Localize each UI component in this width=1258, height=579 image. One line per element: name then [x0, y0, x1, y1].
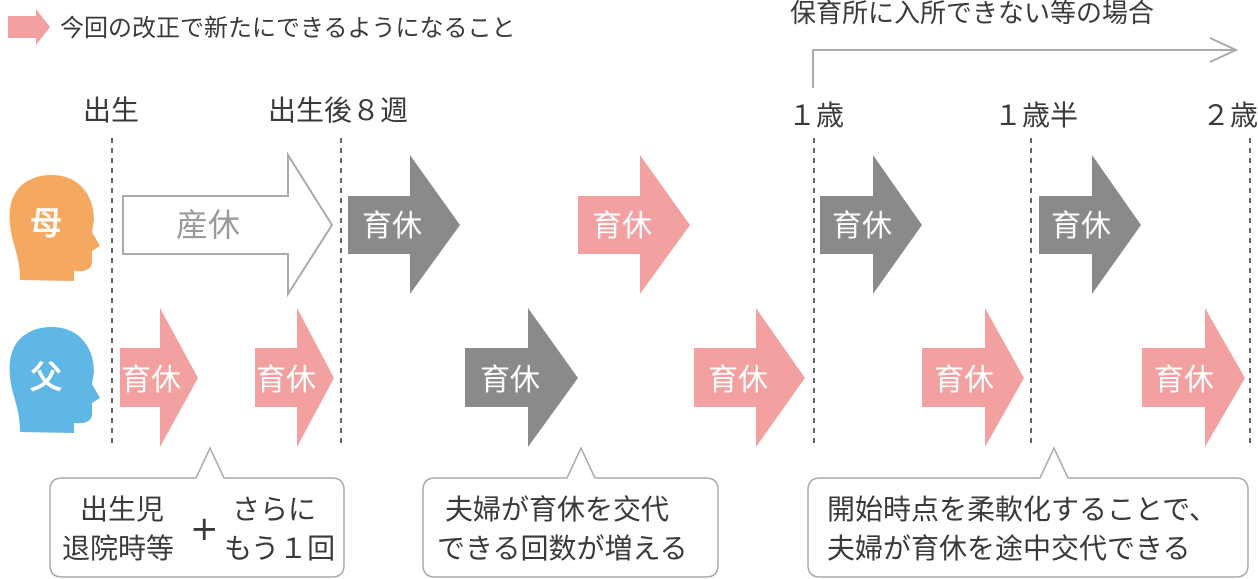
milestone-dashed-lines [111, 138, 1251, 448]
note3-line2: 夫婦が育休を途中交代できる [827, 532, 1190, 565]
father-childcare-arrow-4: 育休 [694, 308, 805, 447]
legend-label: 今回の改正で新たにできるようになること [60, 14, 516, 42]
childcare-label: 育休 [1051, 209, 1111, 244]
note1-plus: + [190, 509, 219, 549]
milestone-age1: １歳 [788, 99, 844, 132]
father-label: 父 [30, 358, 62, 396]
extension-bracket-arrow [812, 37, 1239, 88]
childcare-label: 育休 [832, 209, 892, 244]
childcare-label: 育休 [256, 363, 316, 398]
mother-head-icon: 母 [9, 175, 100, 281]
father-childcare-arrow-5: 育休 [922, 308, 1024, 447]
note1-line1-left: 出生児 [80, 493, 164, 526]
callout-note-3: 開始時点を柔軟化することで、 夫婦が育休を途中交代できる [807, 446, 1249, 578]
note2-line1: 夫婦が育休を交代 [445, 493, 669, 526]
maternity-leave-label: 産休 [176, 206, 240, 244]
note1-line2-right: もう１回 [224, 532, 335, 565]
mother-label: 母 [30, 204, 62, 242]
callout-note-2: 夫婦が育休を交代 できる回数が増える [422, 446, 719, 578]
note2-line2: できる回数が増える [437, 532, 688, 565]
callout-note-1: 出生児 退院時等 + さらに もう１回 [49, 446, 345, 578]
mother-childcare-arrow-1: 育休 [348, 155, 460, 294]
legend-arrow-icon [8, 9, 50, 45]
note1-line1-right: さらに [232, 493, 316, 526]
milestone-week8: 出生後８週 [268, 94, 408, 127]
father-childcare-arrow-2: 育休 [255, 308, 334, 447]
milestone-age2: ２歳 [1202, 99, 1258, 132]
note3-line1: 開始時点を柔軟化することで、 [827, 493, 1217, 526]
milestone-birth: 出生 [83, 94, 139, 127]
childcare-label: 育休 [121, 363, 181, 398]
childcare-label: 育休 [934, 363, 994, 398]
father-head-icon: 父 [9, 327, 100, 433]
childcare-label: 育休 [592, 209, 652, 244]
childcare-label: 育休 [480, 363, 540, 398]
father-childcare-arrow-6: 育休 [1142, 308, 1245, 447]
extension-note: 保育所に入所できない等の場合 [790, 0, 1154, 29]
childcare-label: 育休 [708, 363, 768, 398]
mother-childcare-arrow-4: 育休 [1039, 155, 1141, 294]
milestone-age1-5: １歳半 [994, 99, 1078, 132]
mother-maternity-leave-arrow: 産休 [122, 151, 334, 298]
father-childcare-arrow-3: 育休 [465, 308, 578, 447]
childcare-label: 育休 [1154, 363, 1214, 398]
mother-childcare-arrow-3: 育休 [820, 155, 922, 294]
mother-childcare-arrow-2: 育休 [578, 155, 690, 294]
childcare-label: 育休 [362, 209, 422, 244]
note1-line2-left: 退院時等 [62, 532, 174, 565]
father-childcare-arrow-1: 育休 [120, 308, 198, 447]
